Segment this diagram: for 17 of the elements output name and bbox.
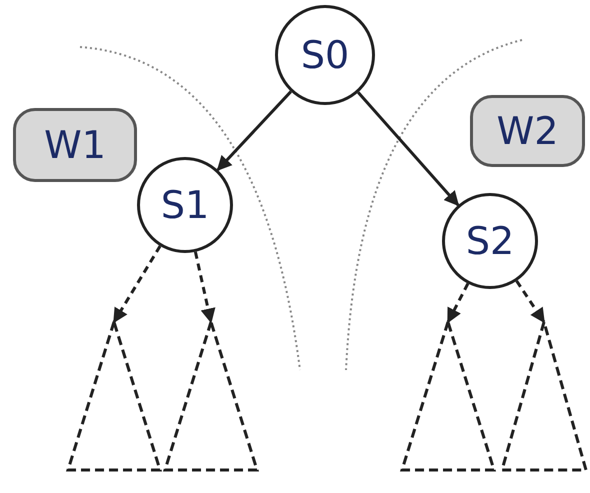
arrow: [112, 245, 162, 324]
node-label: S0: [300, 33, 350, 77]
node-label: S2: [466, 219, 514, 263]
rounded-box: [470, 95, 585, 167]
arrow: [515, 280, 546, 324]
arrow: [446, 282, 470, 324]
dashed-triangle: [163, 320, 259, 472]
arrow: [216, 90, 292, 171]
rounded-box: [13, 108, 137, 182]
node-label: S1: [160, 183, 210, 227]
arrow: [357, 91, 460, 206]
dashed-triangle: [400, 320, 496, 472]
dashed-triangle: [66, 320, 162, 472]
dashed-triangle: [500, 320, 588, 472]
arrow: [194, 252, 216, 324]
node-label: W1: [44, 123, 106, 167]
node-label: W2: [496, 109, 558, 153]
